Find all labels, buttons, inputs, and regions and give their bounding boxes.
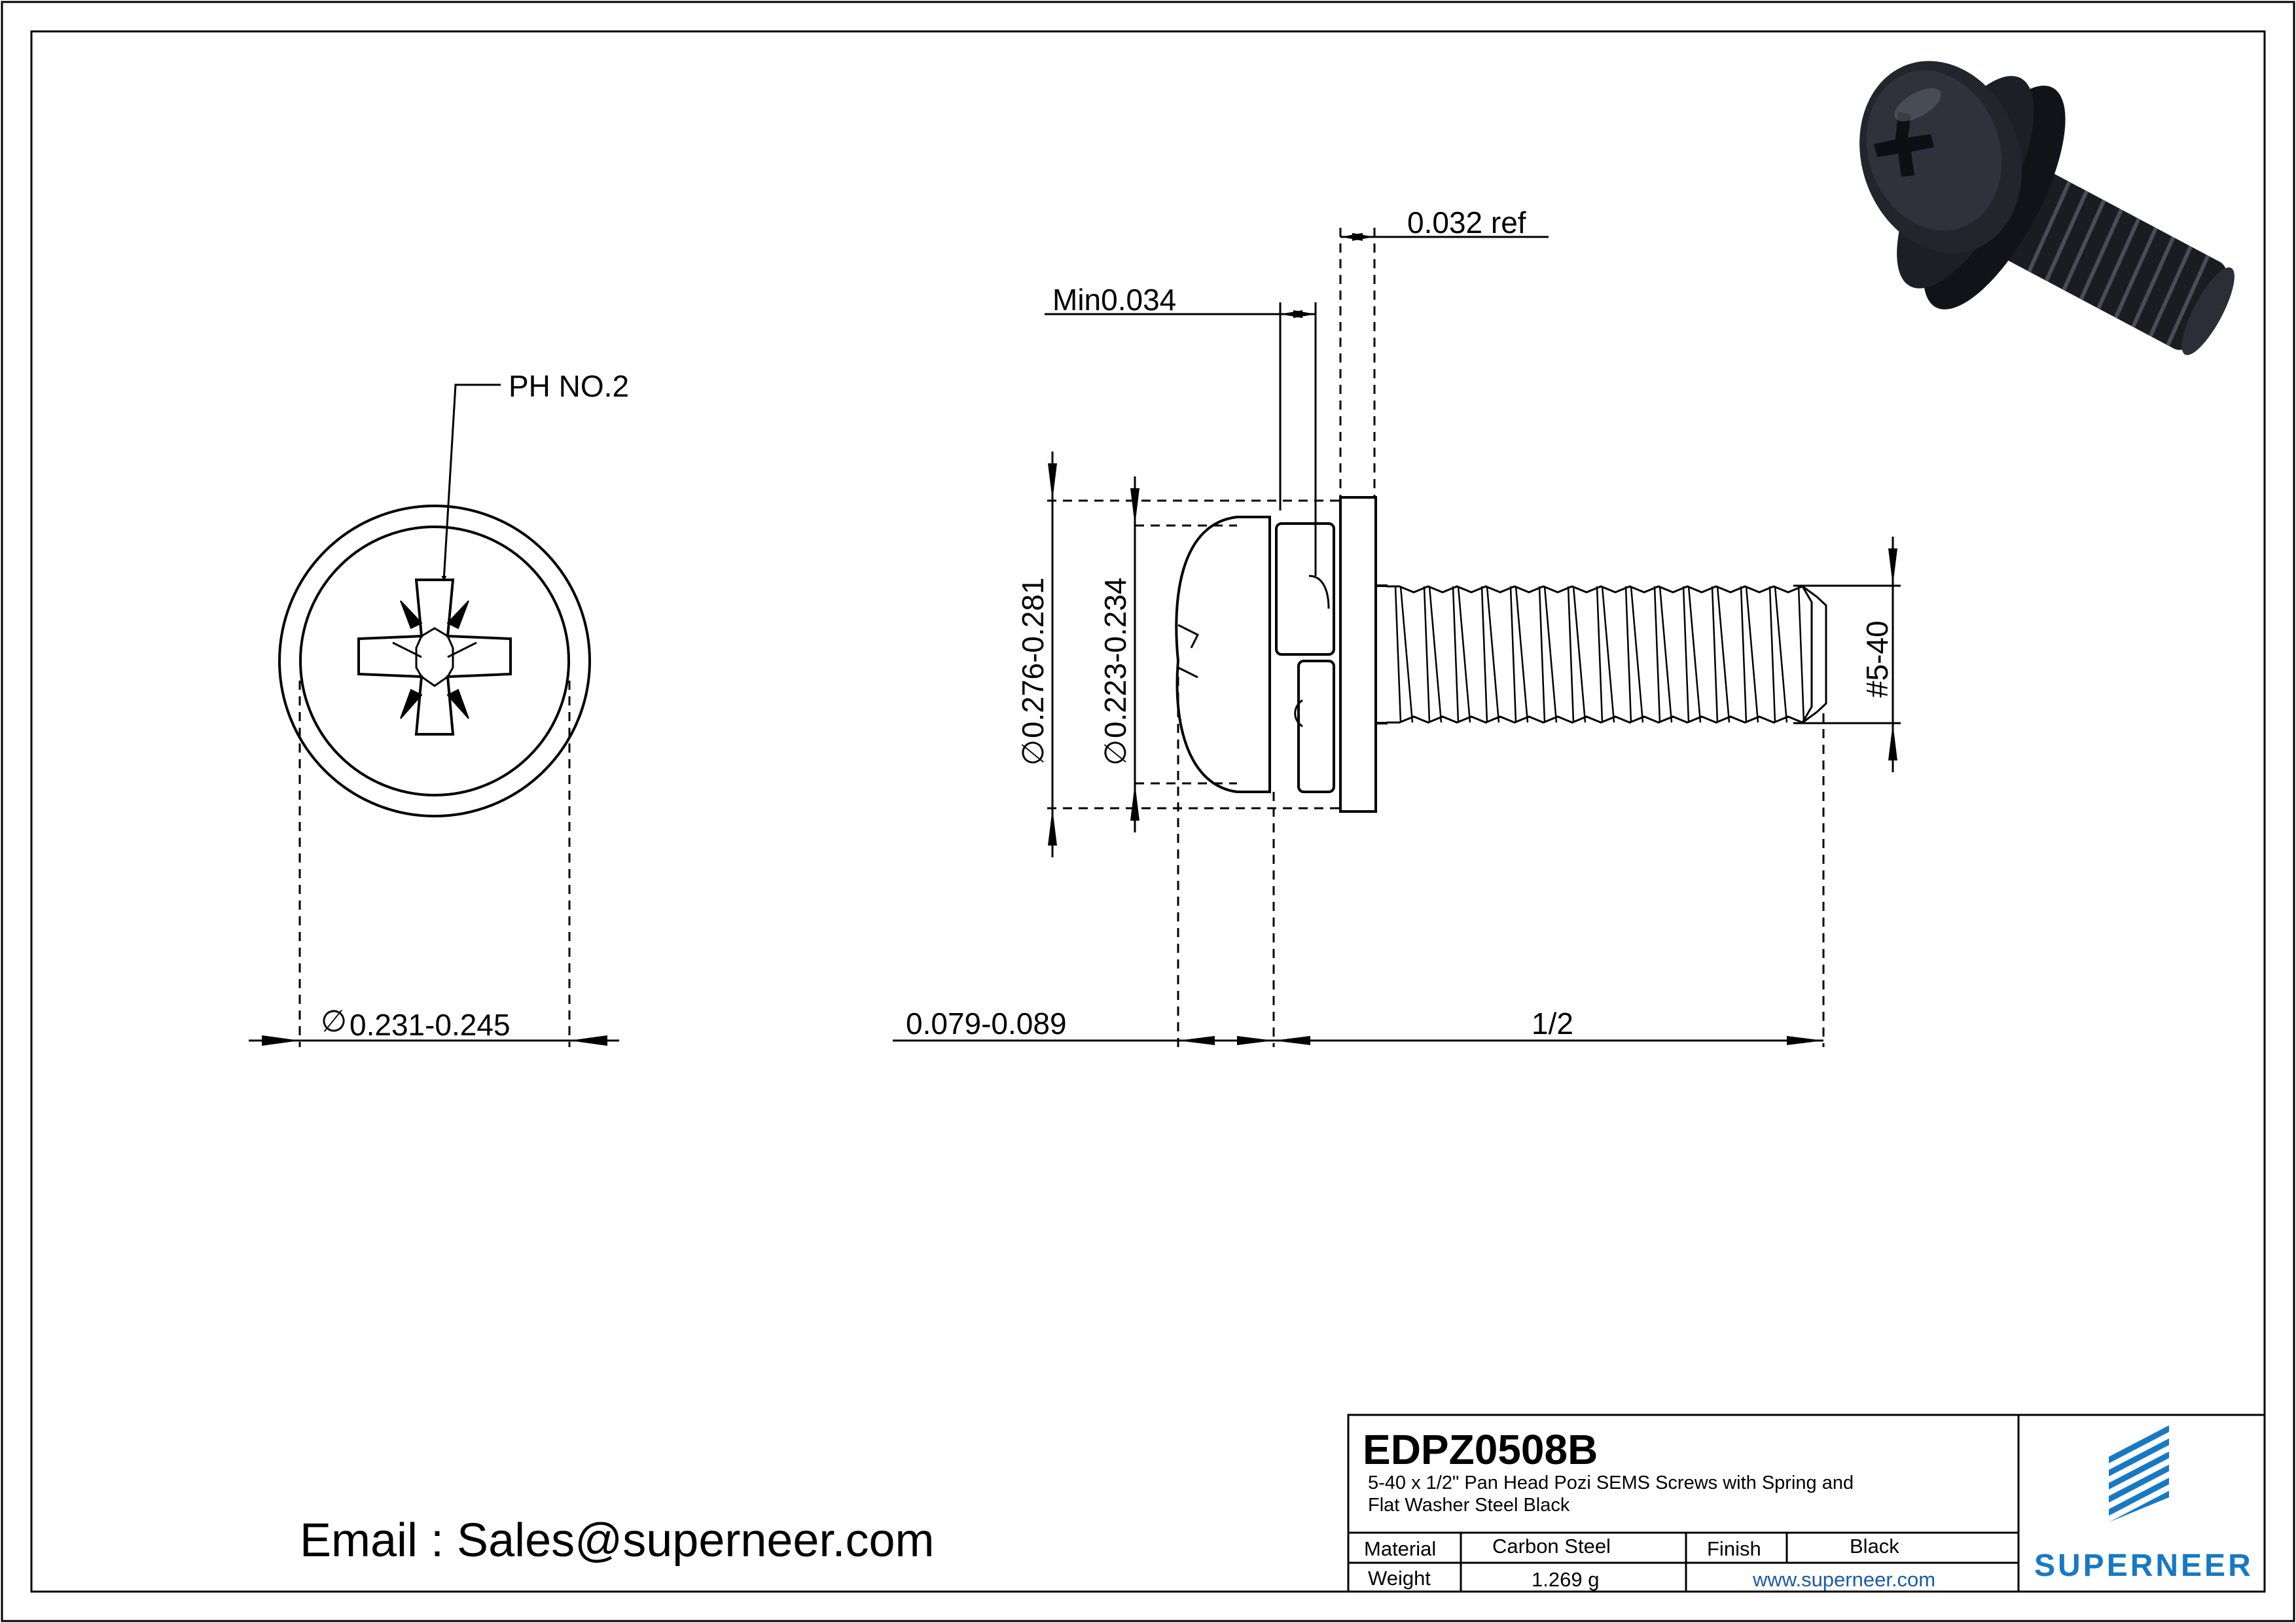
weight-value: 1.269 g [1532,1568,1599,1591]
part-description-line2: Flat Washer Steel Black [1368,1495,1570,1516]
side-view [1175,496,1388,813]
pozi-recess-icon [357,579,512,736]
brand-name: SUPERNEER [2034,1548,2253,1583]
screw-3d-render [1859,61,2234,355]
phillips-label: PH NO.2 [509,369,629,403]
inner-dia-value: 0.223-0.234 [1098,577,1132,738]
title-block [1347,1414,2266,1593]
material-label: Material [1364,1537,1436,1560]
thread-body [1386,585,1827,724]
thread-spec-label: #5-40 [1860,620,1894,698]
head-dia-symbol: ∅ [321,1004,347,1038]
finish-value: Black [1850,1535,1899,1558]
phillips-leader [441,383,501,582]
spring-washer [1275,522,1335,656]
inner-dia-symbol: ∅ [1098,740,1132,766]
thread-lines [1394,586,1805,723]
material-value: Carbon Steel [1492,1535,1611,1558]
pan-head [1175,516,1271,793]
flat-washer [1339,496,1377,813]
superneer-logo-icon [2109,1425,2169,1522]
washer-ref-label: 0.032 ref [1407,205,1526,240]
head-outer-circle [278,505,591,817]
contact-email: Email : Sales@superneer.com [300,1514,935,1567]
part-number: EDPZ0508B [1363,1426,1598,1473]
weight-label: Weight [1368,1567,1431,1590]
website-link[interactable]: www.superneer.com [1752,1568,1935,1591]
head-inner-circle [299,526,570,796]
front-view [278,505,591,817]
inner-frame [30,30,2266,1593]
outer-dia-value: 0.276-0.281 [1016,577,1050,738]
finish-label: Finish [1707,1537,1761,1560]
head-dia-value: 0.231-0.245 [350,1008,511,1042]
length-label: 1/2 [1532,1007,1573,1041]
part-description-line1: 5-40 x 1/2" Pan Head Pozi SEMS Screws wi… [1368,1472,1854,1493]
min-thickness-label: Min0.034 [1052,283,1176,317]
head-height-label: 0.079-0.089 [906,1007,1067,1041]
outer-dia-symbol: ∅ [1016,740,1050,766]
